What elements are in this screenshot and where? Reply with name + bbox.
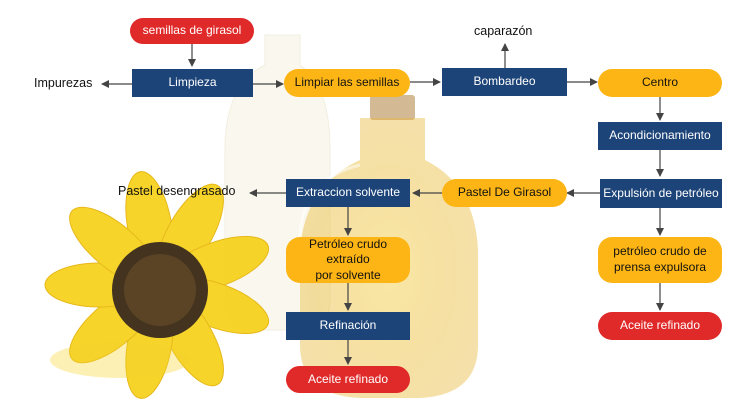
node-crudo-extraido-solvente-line2: por solvente: [315, 267, 381, 282]
node-limpiar-semillas: Limpiar las semillas: [284, 69, 410, 97]
node-extraccion-solvente: Extraccion solvente: [286, 179, 410, 207]
output-caparazon: caparazón: [474, 24, 533, 38]
node-refinacion: Refinación: [286, 312, 410, 340]
node-crudo-prensa-expulsora: petróleo crudo de prensa expulsora: [598, 237, 722, 283]
node-centro: Centro: [598, 69, 722, 97]
output-pastel-desengrasado: Pastel desengrasado: [118, 184, 236, 198]
node-aceite-refinado-der: Aceite refinado: [598, 312, 722, 340]
sunflower-image: [44, 171, 270, 399]
node-bombardeo: Bombardeo: [442, 68, 567, 96]
node-aceite-refinado-izq: Aceite refinado: [286, 366, 410, 393]
output-impurezas: Impurezas: [34, 76, 93, 90]
node-crudo-extraido-solvente: Petróleo crudo extraído por solvente: [286, 237, 410, 283]
node-pastel-de-girasol: Pastel De Girasol: [442, 179, 567, 207]
node-expulsion-petroleo: Expulsión de petróleo: [600, 179, 722, 208]
node-crudo-prensa-expulsora-line2: prensa expulsora: [613, 260, 707, 274]
node-limpieza: Limpieza: [132, 69, 253, 97]
node-semillas-girasol: semillas de girasol: [130, 18, 254, 44]
node-crudo-extraido-solvente-line1: Petróleo crudo extraído: [308, 236, 388, 267]
node-acondicionamiento: Acondicionamiento: [598, 122, 722, 150]
node-crudo-prensa-expulsora-line1: petróleo crudo de: [613, 244, 707, 259]
